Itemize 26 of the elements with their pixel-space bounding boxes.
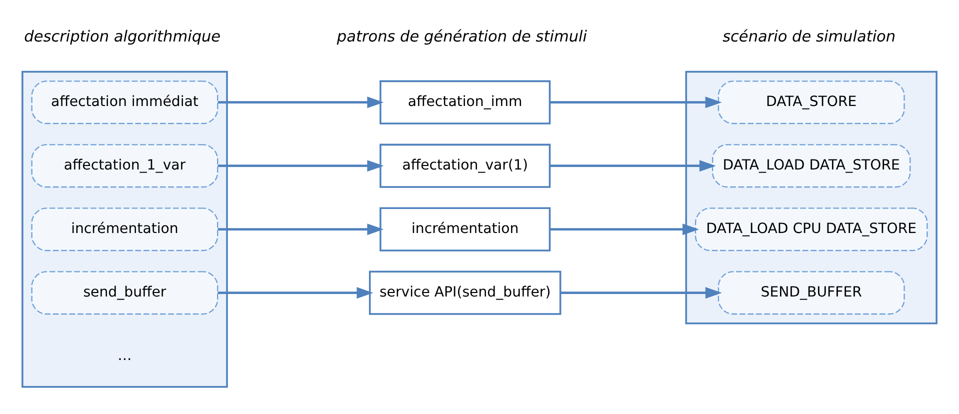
- node-box: incrémentation: [31, 208, 218, 252]
- node-box: DATA_LOAD DATA_STORE: [712, 144, 911, 188]
- label: patrons de génération de stimuli: [336, 28, 588, 46]
- node-box: service API(send_buffer): [368, 270, 562, 315]
- node-box: DATA_STORE: [718, 80, 905, 124]
- node-box: SEND_BUFFER: [718, 271, 905, 315]
- arrow: [218, 160, 384, 172]
- arrow: [560, 287, 722, 299]
- node-box: affectation_imm: [380, 80, 551, 124]
- node-box: incrémentation: [380, 207, 551, 252]
- arrow: [218, 96, 384, 108]
- arrow: [550, 96, 722, 108]
- arrow: [218, 224, 384, 236]
- node-box: affectation_var(1): [380, 144, 551, 188]
- cluster: [22, 70, 228, 388]
- node-box: DATA_LOAD CPU DATA_STORE: [694, 208, 928, 252]
- node-box: send_buffer: [31, 271, 218, 315]
- arrow: [550, 160, 716, 172]
- arrow: [550, 224, 700, 236]
- node-box: affectation immédiat: [31, 80, 218, 124]
- label: …: [118, 348, 132, 364]
- cluster: [685, 70, 938, 324]
- label: scénario de simulation: [722, 28, 896, 46]
- arrow: [218, 287, 374, 299]
- node-box: affectation_1_var: [31, 144, 218, 188]
- label: description algorithmique: [24, 28, 221, 46]
